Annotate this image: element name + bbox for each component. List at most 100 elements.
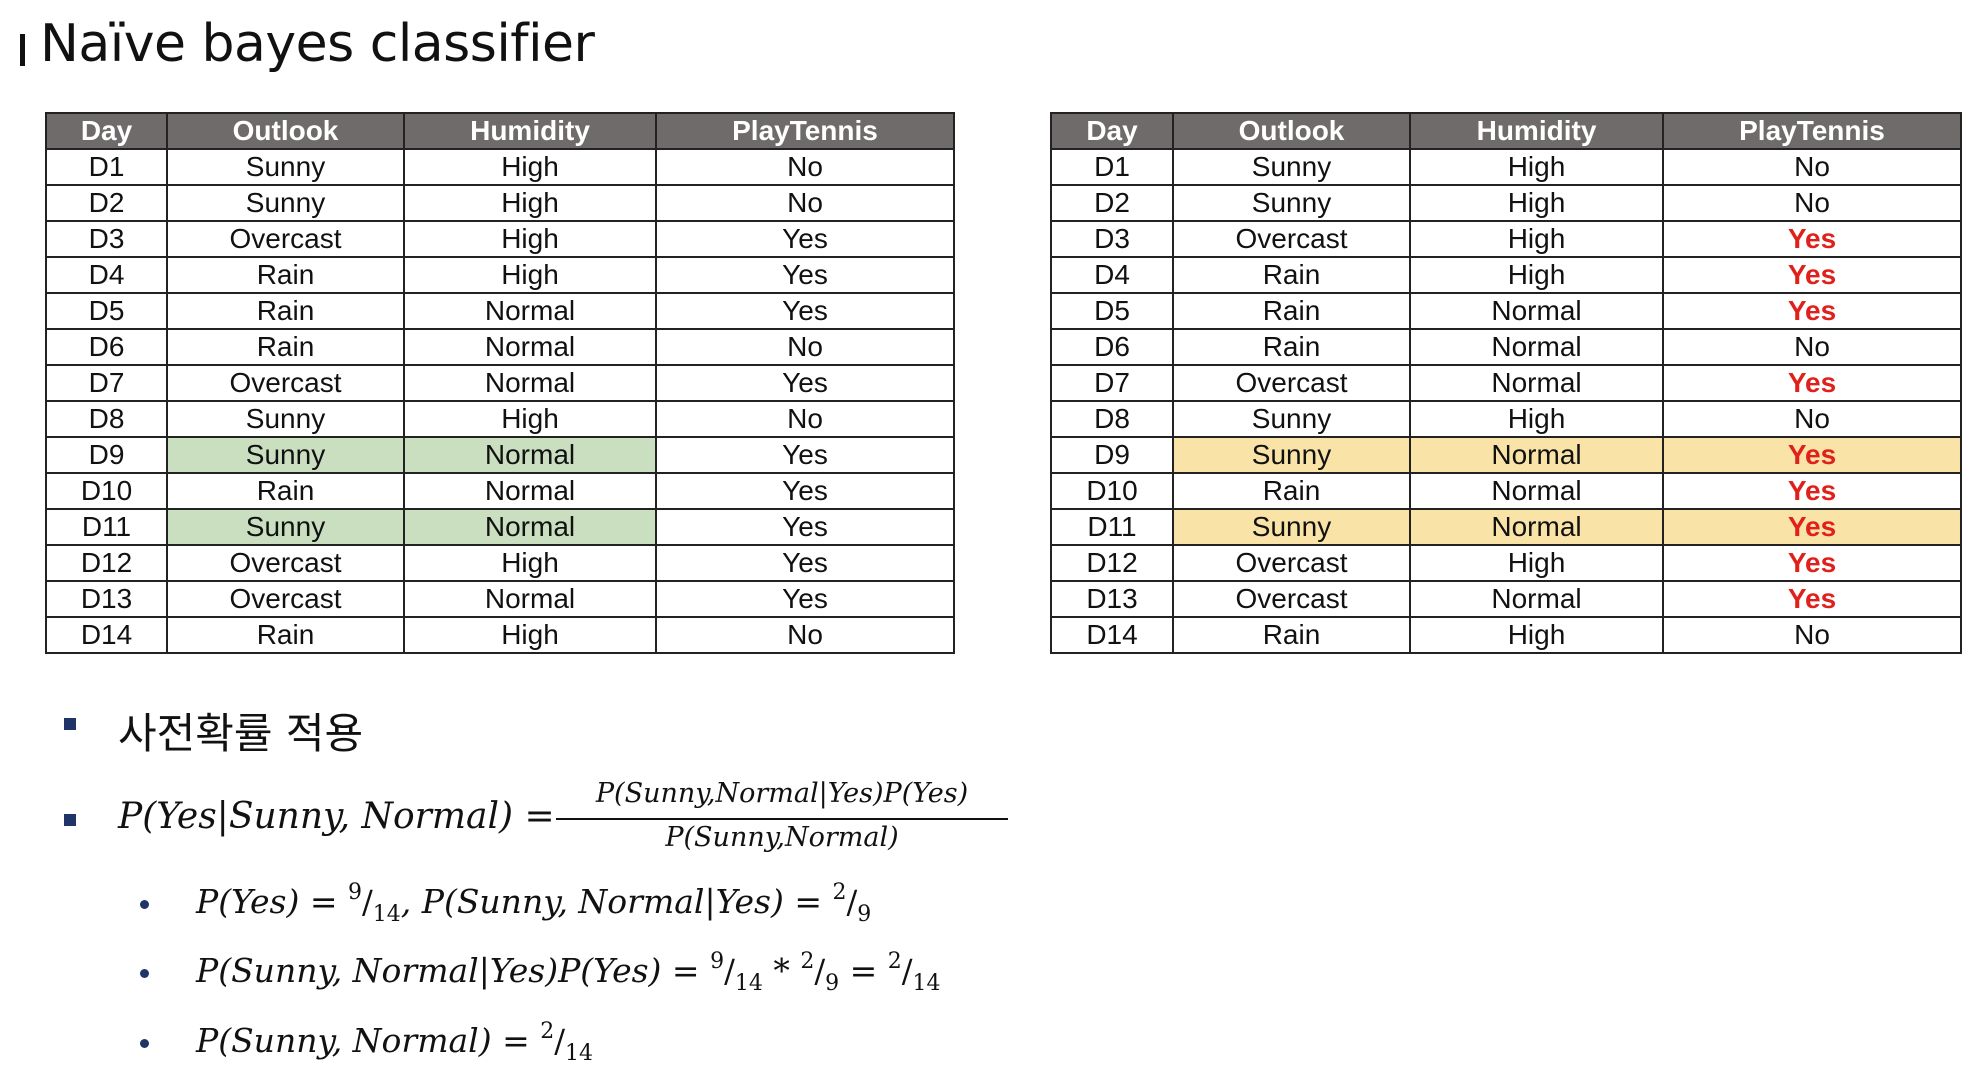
cell-playtennis: Yes (1662, 436, 1962, 474)
bullet-dot (140, 900, 149, 909)
cell-humidity: High (1409, 148, 1664, 186)
cell-outlook: Rain (1172, 292, 1411, 330)
cell-day: D1 (45, 148, 168, 186)
cell-outlook: Sunny (166, 400, 405, 438)
cell-humidity: Normal (403, 472, 657, 510)
cell-day: D6 (1050, 328, 1174, 366)
equals: = (839, 951, 888, 990)
frac-den: 9 (825, 971, 840, 996)
cell-outlook: Rain (1172, 328, 1411, 366)
cell-outlook: Sunny (166, 508, 405, 546)
equals: = (491, 1021, 541, 1060)
cell-day: D5 (1050, 292, 1174, 330)
cell-day: D11 (45, 508, 168, 546)
column-header-playtennis: PlayTennis (1662, 112, 1962, 150)
equals: = (661, 951, 711, 990)
frac-num: 2 (800, 949, 815, 974)
cell-outlook: Rain (1172, 616, 1411, 654)
cell-playtennis: No (1662, 184, 1962, 222)
bullet-square (64, 814, 76, 826)
cell-playtennis: Yes (655, 472, 955, 510)
cell-playtennis: Yes (1662, 508, 1962, 546)
cell-humidity: Normal (403, 508, 657, 546)
cell-outlook: Overcast (166, 544, 405, 582)
cell-day: D6 (45, 328, 168, 366)
p-evidence: P(Sunny, Normal) (196, 1021, 492, 1060)
fraction-line (556, 818, 1008, 820)
cell-day: D4 (1050, 256, 1174, 294)
cell-outlook: Rain (1172, 256, 1411, 294)
cell-humidity: High (403, 220, 657, 258)
cell-playtennis: Yes (655, 544, 955, 582)
cell-day: D12 (1050, 544, 1174, 582)
frac-slash: / (846, 883, 858, 921)
cell-playtennis: No (655, 616, 955, 654)
cell-playtennis: Yes (1662, 364, 1962, 402)
frac-num: 2 (887, 949, 902, 974)
cell-day: D4 (45, 256, 168, 294)
formula-numerator: P(Sunny,Normal|Yes)P(Yes) (595, 778, 969, 809)
cell-day: D9 (45, 436, 168, 474)
cell-humidity: Normal (1409, 472, 1664, 510)
formula-lhs: P(Yes|Sunny, Normal) = (118, 796, 555, 837)
p-likelihood: , P(Sunny, Normal|Yes) = (400, 882, 833, 921)
column-header-outlook: Outlook (1172, 112, 1411, 150)
cell-day: D10 (45, 472, 168, 510)
cell-day: D14 (1050, 616, 1174, 654)
cell-outlook: Overcast (166, 580, 405, 618)
cell-humidity: Normal (1409, 328, 1664, 366)
cell-humidity: Normal (403, 364, 657, 402)
cell-day: D12 (45, 544, 168, 582)
cell-humidity: High (1409, 220, 1664, 258)
sub-bullet-priors: P(Yes) = 9/14, P(Sunny, Normal|Yes) = 2/… (196, 880, 871, 927)
frac-num: 9 (710, 949, 725, 974)
cell-outlook: Overcast (1172, 220, 1411, 258)
cell-playtennis: Yes (1662, 580, 1962, 618)
cell-outlook: Sunny (166, 184, 405, 222)
cell-day: D14 (45, 616, 168, 654)
frac-den: 14 (734, 971, 763, 996)
cell-playtennis: No (1662, 148, 1962, 186)
cell-outlook: Rain (166, 328, 405, 366)
frac-slash: / (814, 952, 826, 990)
cell-outlook: Rain (166, 472, 405, 510)
cell-humidity: Normal (1409, 292, 1664, 330)
cell-humidity: High (1409, 400, 1664, 438)
cell-outlook: Rain (1172, 472, 1411, 510)
column-header-outlook: Outlook (166, 112, 405, 150)
cell-humidity: Normal (403, 292, 657, 330)
bullet-text-prior: 사전확률 적용 (118, 709, 364, 758)
sub-bullet-evidence: P(Sunny, Normal) = 2/14 (196, 1019, 593, 1066)
frac-slash: / (901, 952, 913, 990)
slide-title: Naïve bayes classifier (40, 14, 595, 74)
multiply: * (762, 951, 801, 990)
cell-playtennis: Yes (1662, 220, 1962, 258)
cell-playtennis: Yes (655, 292, 955, 330)
cell-day: D1 (1050, 148, 1174, 186)
bullet-dot (140, 1039, 149, 1048)
cell-outlook: Sunny (1172, 400, 1411, 438)
cell-humidity: High (403, 148, 657, 186)
cell-outlook: Sunny (166, 436, 405, 474)
frac-slash: / (554, 1022, 566, 1060)
p-joint: P(Sunny, Normal|Yes)P(Yes) (196, 951, 662, 990)
cell-day: D8 (1050, 400, 1174, 438)
